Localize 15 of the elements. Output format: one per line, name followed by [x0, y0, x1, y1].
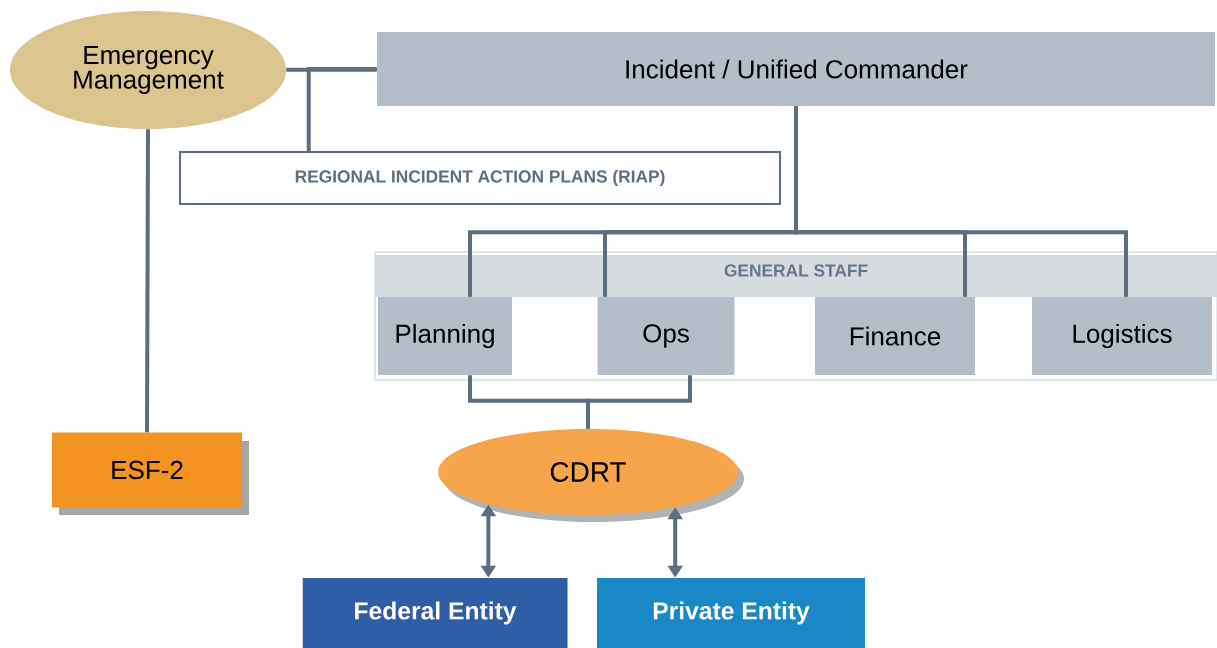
entity-box: Federal Entity [302, 578, 568, 648]
ellipse-node: Emergency Management [10, 11, 286, 129]
section-box: Logistics [1032, 297, 1212, 375]
plan-box: REGIONAL INCIDENT ACTION PLANS (RIAP) [179, 151, 781, 205]
section-box: Planning [378, 297, 512, 375]
esf-box: ESF-2 [52, 432, 249, 515]
section-box: Ops [597, 297, 735, 375]
connector [145, 129, 150, 433]
connector [794, 106, 1128, 297]
connector [306, 67, 377, 151]
section-box: Finance [815, 297, 975, 375]
connector [586, 375, 692, 429]
connector [286, 67, 377, 72]
commander-box: Incident / Unified Commander [377, 32, 1215, 106]
entity-box: Private Entity [597, 578, 865, 648]
